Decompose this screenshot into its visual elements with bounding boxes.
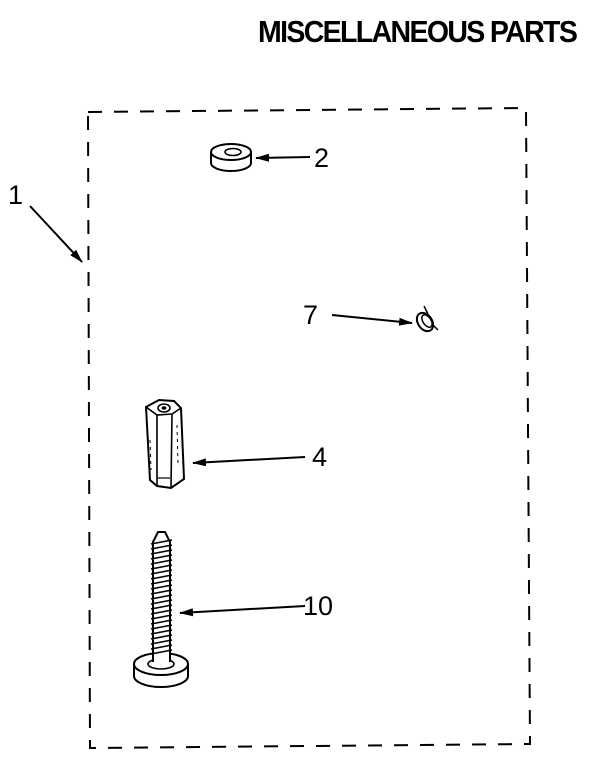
washer-part xyxy=(210,143,252,172)
screw-thread xyxy=(150,574,173,580)
screw-thread xyxy=(150,619,173,625)
screw-thread xyxy=(150,634,173,640)
screw-thread xyxy=(150,639,173,645)
page-title: MISCELLANEOUS PARTS xyxy=(258,14,578,49)
callout-10: 10 xyxy=(303,591,334,621)
screw-thread xyxy=(150,569,173,575)
screw-part xyxy=(133,531,189,688)
callout-2: 2 xyxy=(314,143,330,173)
screw-thread xyxy=(150,594,173,600)
screw-thread xyxy=(150,604,173,610)
screw-thread xyxy=(150,624,173,630)
hex-standoff-part xyxy=(144,398,186,490)
screw-thread xyxy=(150,644,173,650)
screw-thread xyxy=(150,559,173,565)
screw-thread xyxy=(150,549,173,555)
screw-thread xyxy=(150,579,173,585)
callout-1: 1 xyxy=(8,180,24,210)
screw-thread xyxy=(150,609,173,615)
screw-thread xyxy=(150,554,173,560)
screw-thread xyxy=(150,614,173,620)
screw-thread xyxy=(150,584,173,590)
screw-thread xyxy=(150,539,173,545)
clip-part xyxy=(415,305,439,333)
screw-thread xyxy=(150,564,173,570)
callout-4: 4 xyxy=(312,442,328,472)
leader-line-7 xyxy=(331,314,413,326)
screw-thread xyxy=(150,589,173,595)
callout-7: 7 xyxy=(303,300,319,330)
kit-outline xyxy=(86,106,532,750)
leader-line-10 xyxy=(179,605,306,617)
leader-line-1 xyxy=(29,205,83,263)
screw-thread xyxy=(150,544,173,550)
leader-line-2 xyxy=(255,153,311,162)
leader-line-4 xyxy=(192,456,306,467)
screw-thread xyxy=(150,599,173,605)
screw-thread xyxy=(150,649,173,655)
screw-thread xyxy=(150,629,173,635)
